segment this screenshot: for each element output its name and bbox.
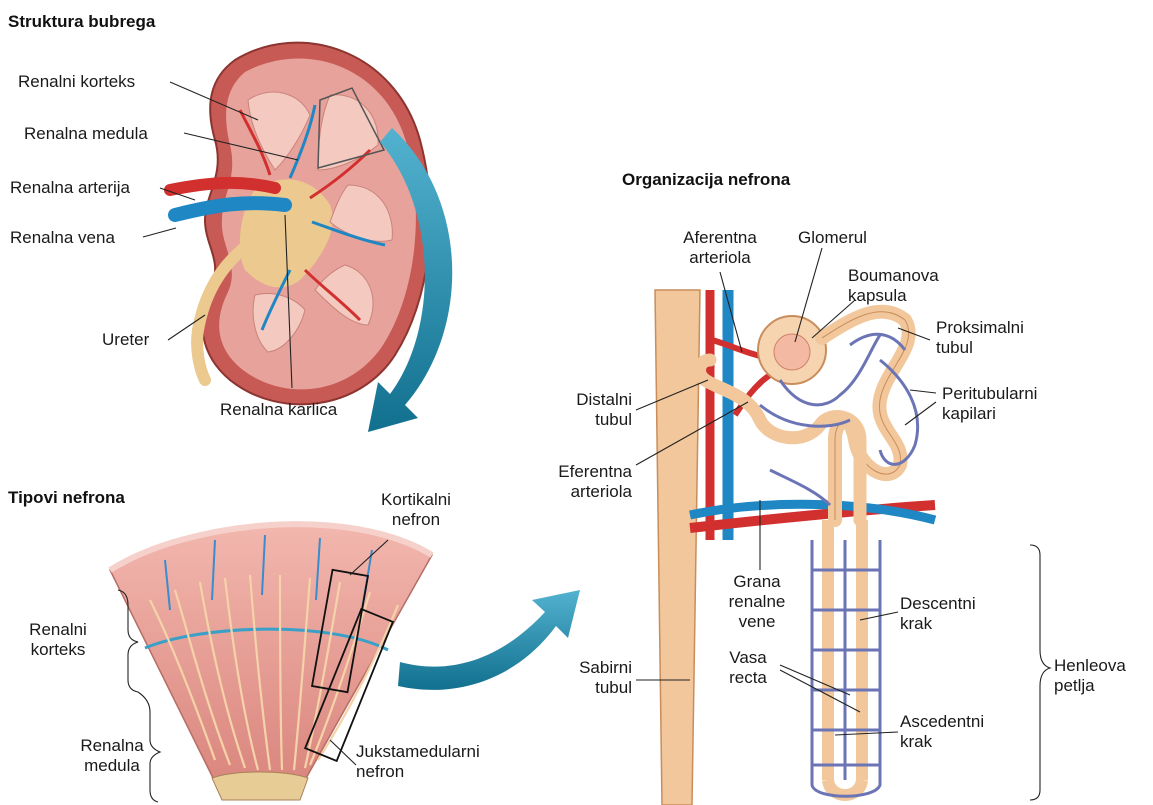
label-vein-branch-line1: Grana <box>712 572 802 592</box>
title-nephron-organization: Organizacija nefrona <box>622 170 790 190</box>
label-henle-line2: petlja <box>1054 676 1126 696</box>
collecting-tubule <box>655 290 700 805</box>
label-bowman-capsule: Boumanova kapsula <box>848 266 939 306</box>
kidney-illustration <box>170 43 430 405</box>
label-descending-line1: Descentni <box>900 594 976 614</box>
label-ascending-limb: Ascedentni krak <box>900 712 984 752</box>
renal-artery-shape <box>170 183 275 190</box>
label-loop-of-henle: Henleova petlja <box>1054 656 1126 696</box>
label-juxtamedullary-line2: nefron <box>356 762 480 782</box>
label-distal-line1: Distalni <box>540 390 632 410</box>
label-glomerulus: Glomerul <box>798 228 867 248</box>
label-bowman-line2: kapsula <box>848 286 939 306</box>
label-renal-pelvis: Renalna karlica <box>220 400 337 420</box>
label-ascending-line1: Ascedentni <box>900 712 984 732</box>
glomerulus-tuft <box>774 334 810 370</box>
label-proximal-line1: Proksimalni <box>936 318 1024 338</box>
label-types-cortex: Renalni korteks <box>18 620 98 660</box>
renal-papilla <box>212 772 308 800</box>
label-peritubular-line1: Peritubularni <box>942 384 1037 404</box>
label-vein-branch-line3: vene <box>712 612 802 632</box>
label-afferent-arteriole: Aferentna arteriola <box>670 228 770 268</box>
label-efferent-line1: Eferentna <box>520 462 632 482</box>
label-types-medulla-line2: medula <box>72 756 152 776</box>
label-renal-vein-branch: Grana renalne vene <box>712 572 802 632</box>
title-nephron-types: Tipovi nefrona <box>8 488 125 508</box>
label-peritubular-line2: kapilari <box>942 404 1037 424</box>
label-distal-line2: tubul <box>540 410 632 430</box>
label-efferent-arteriole: Eferentna arteriola <box>520 462 632 502</box>
label-vein-branch-line2: renalne <box>712 592 802 612</box>
label-juxtamedullary-nephron: Jukstamedularni nefron <box>356 742 480 782</box>
label-types-medulla: Renalna medula <box>72 736 152 776</box>
label-ureter: Ureter <box>102 330 149 350</box>
label-juxtamedullary-line1: Jukstamedularni <box>356 742 480 762</box>
label-collecting-tubule: Sabirni tubul <box>556 658 632 698</box>
label-collecting-line1: Sabirni <box>556 658 632 678</box>
label-cortical-nephron-line2: nefron <box>366 510 466 530</box>
henle-bend <box>828 780 862 795</box>
label-afferent-line1: Aferentna <box>670 228 770 248</box>
arrow-types-to-organization <box>398 590 580 690</box>
label-ascending-line2: krak <box>900 732 984 752</box>
label-renal-medulla: Renalna medula <box>24 124 148 144</box>
label-afferent-line2: arteriola <box>670 248 770 268</box>
nephron-organization-illustration <box>655 290 935 805</box>
label-descending-line2: krak <box>900 614 976 634</box>
label-cortical-nephron: Kortikalni nefron <box>366 490 466 530</box>
label-proximal-tubule: Proksimalni tubul <box>936 318 1024 358</box>
label-collecting-line2: tubul <box>556 678 632 698</box>
label-vasa-line2: recta <box>712 668 784 688</box>
label-renal-cortex: Renalni korteks <box>18 72 135 92</box>
label-efferent-line2: arteriola <box>520 482 632 502</box>
title-kidney-structure: Struktura bubrega <box>8 12 155 32</box>
label-descending-limb: Descentni krak <box>900 594 976 634</box>
label-renal-artery: Renalna arterija <box>10 178 130 198</box>
label-types-medulla-line1: Renalna <box>72 736 152 756</box>
label-henle-line1: Henleova <box>1054 656 1126 676</box>
label-bowman-line1: Boumanova <box>848 266 939 286</box>
label-cortical-nephron-line1: Kortikalni <box>366 490 466 510</box>
label-vasa-line1: Vasa <box>712 648 784 668</box>
label-types-cortex-line2: korteks <box>18 640 98 660</box>
label-peritubular-capillaries: Peritubularni kapilari <box>942 384 1037 424</box>
label-renal-vein: Renalna vena <box>10 228 115 248</box>
label-proximal-line2: tubul <box>936 338 1024 358</box>
label-distal-tubule: Distalni tubul <box>540 390 632 430</box>
label-types-cortex-line1: Renalni <box>18 620 98 640</box>
label-vasa-recta: Vasa recta <box>712 648 784 688</box>
